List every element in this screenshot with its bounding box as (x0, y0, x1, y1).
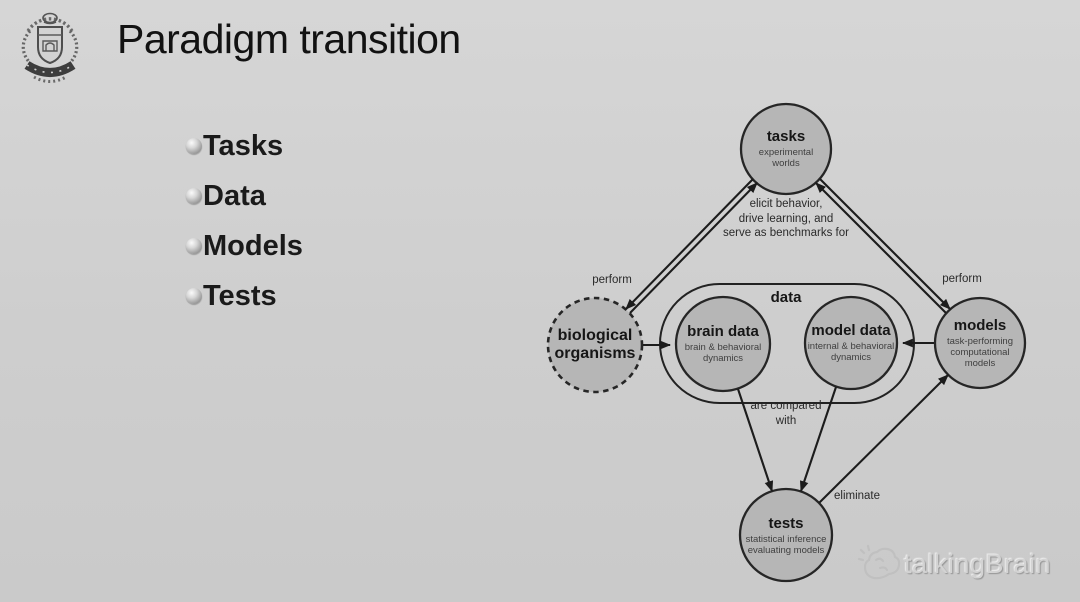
crest-crown (42, 12, 58, 25)
node-models-circle (933, 296, 1027, 390)
node-tests-circle (738, 487, 834, 583)
bullet-item-tasks: Tasks (186, 121, 303, 171)
bullet-sphere-icon (186, 288, 202, 304)
edge-tests-eliminate-models (818, 374, 949, 504)
bullet-sphere-icon (186, 238, 202, 254)
bullet-list: Tasks Data Models Tests (186, 121, 303, 321)
bullet-label: Tests (203, 279, 277, 312)
crest-arc-text (26, 17, 74, 32)
crest-laurel-right (68, 29, 79, 65)
bullet-label: Tasks (203, 129, 284, 162)
node-model-data-circle (803, 295, 899, 391)
bullet-item-tests: Tests (186, 271, 303, 321)
node-tasks-circle (739, 102, 833, 196)
edge-model-data-to-tests (799, 386, 837, 493)
page-title: Paradigm transition (117, 16, 461, 62)
crest-banner (24, 61, 76, 83)
bullet-sphere-icon (186, 138, 202, 154)
node-brain-data-circle (674, 295, 772, 393)
edge-organisms-perform-tasks (629, 182, 758, 314)
bullet-sphere-icon (186, 188, 202, 204)
bullet-item-data: Data (186, 171, 303, 221)
edge-tasks-elicit-organisms (625, 178, 754, 310)
crest-laurel-left (21, 29, 32, 65)
edge-models-perform-tasks (815, 182, 947, 314)
edge-tasks-elicit-models (819, 178, 951, 310)
watermark-text: talkingBrain (904, 548, 1052, 579)
bullet-label: Data (203, 179, 266, 212)
talkingbrain-watermark: talkingBrain (856, 542, 1051, 586)
bullet-label: Models (203, 229, 303, 262)
brain-logo-icon (857, 544, 901, 580)
node-biological-organisms-circle (546, 296, 644, 394)
edge-brain-data-to-tests (737, 388, 774, 493)
crest-shield (37, 26, 63, 65)
university-crest-logo (21, 12, 79, 83)
bullet-item-models: Models (186, 221, 303, 271)
